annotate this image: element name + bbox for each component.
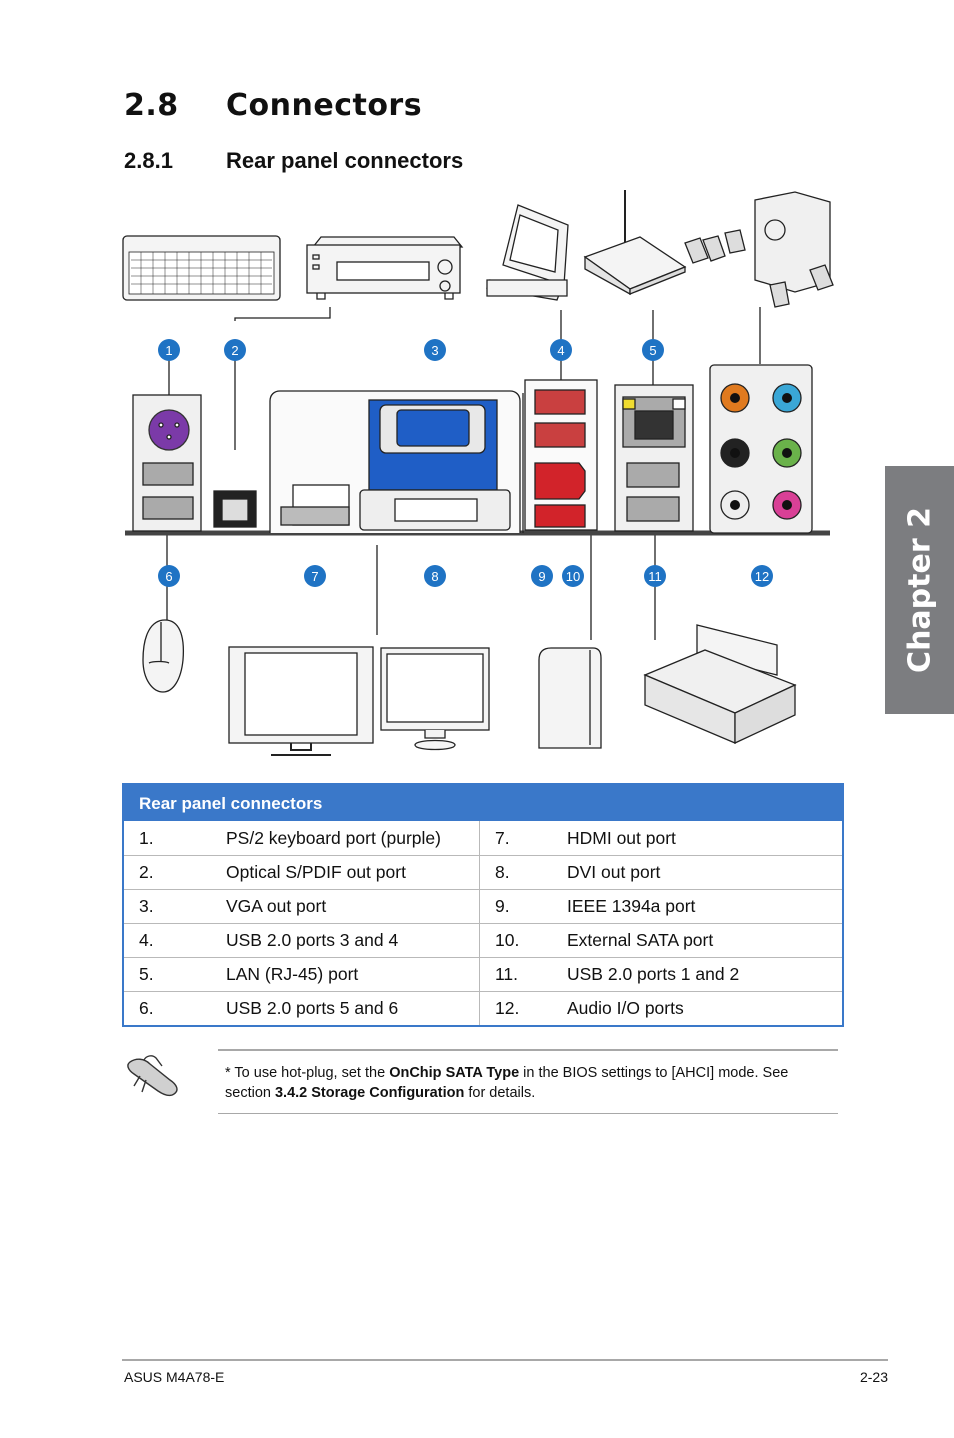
section-title-text: Connectors (226, 88, 423, 123)
table-row: 3. VGA out port 9. IEEE 1394a port (124, 889, 842, 923)
rear-panel-diagram: 1 2 3 4 5 6 7 8 9 10 11 12 (122, 190, 834, 756)
callout-12: 12 (755, 569, 769, 584)
subsection-number: 2.8.1 (124, 148, 173, 173)
row-number: 9. (495, 896, 510, 916)
callout-4: 4 (557, 343, 564, 358)
connectors-table: Rear panel connectors 1. PS/2 keyboard po… (122, 783, 844, 1027)
row-label: Audio I/O ports (567, 998, 684, 1018)
audio-receiver-icon (306, 236, 464, 300)
callout-badges: 1 2 3 4 5 6 7 8 9 10 11 12 (158, 339, 773, 587)
callout-7: 7 (311, 569, 318, 584)
table-row: 4. USB 2.0 ports 3 and 4 10. External SATA… (124, 923, 842, 957)
footer-page-number: 2-23 (859, 1369, 888, 1385)
dvi-monitor-icon (376, 545, 490, 751)
laptop-icon (486, 204, 569, 301)
row-number: 7. (495, 827, 510, 848)
subsection-title: 2.8.1 Rear panel connectors (124, 148, 463, 174)
printer-icon (643, 470, 797, 745)
row-label: VGA out port (226, 896, 327, 916)
row-number: 6. (139, 998, 154, 1018)
table-row: 6. USB 2.0 ports 5 and 6 12. Audio I/O por… (124, 991, 842, 1025)
table-header: Rear panel connectors (124, 785, 842, 821)
note-suffix: for details. (464, 1085, 536, 1101)
speakers-icon (684, 191, 834, 308)
row-number: 5. (139, 964, 154, 984)
note-prefix: * To use hot-plug, set the (225, 1065, 390, 1081)
row-label: IEEE 1394a port (567, 896, 696, 916)
callout-11: 11 (648, 569, 662, 584)
row-label: USB 2.0 ports 3 and 4 (226, 930, 399, 950)
row-label: DVI out port (567, 862, 661, 882)
callout-8: 8 (431, 569, 438, 584)
note-box: * To use hot-plug, set the OnChip SATA T… (218, 1049, 838, 1114)
callout-3: 3 (431, 343, 438, 358)
footer-product: ASUS M4A78-E (124, 1369, 225, 1385)
note-mid: in the BIOS settings to [AHCI] mode. See… (225, 1065, 789, 1101)
callout-2: 2 (231, 343, 238, 358)
row-label: Optical S/PDIF out port (226, 862, 406, 882)
note-bold-section: 3.4.2 Storage Configuration (274, 1085, 465, 1101)
row-number: 8. (495, 862, 510, 882)
row-number: 11. (495, 964, 519, 984)
mouse-icon (142, 535, 185, 693)
hand-note-icon (127, 1055, 178, 1097)
table-row: 2. Optical S/PDIF out port 8. DVI out port (124, 855, 842, 889)
row-number: 2. (139, 862, 154, 882)
chapter-tab: Chapter 2 (885, 466, 954, 714)
subsection-title-text: Rear panel connectors (226, 148, 464, 173)
row-label: PS/2 keyboard port (purple) (226, 827, 441, 848)
note-text: * To use hot-plug, set the OnChip SATA T… (225, 1063, 825, 1103)
row-number: 1. (139, 827, 154, 848)
callout-5: 5 (649, 343, 656, 358)
chapter-tab-label: Chapter 2 (902, 507, 937, 673)
row-label: External SATA port (567, 930, 714, 950)
section-title: 2.8 Connectors (124, 88, 422, 123)
table-row: 5. LAN (RJ-45) port 11. USB 2.0 ports 1 an… (124, 957, 842, 991)
keyboard-icon (122, 235, 281, 301)
callout-6: 6 (165, 569, 172, 584)
callout-10: 10 (566, 569, 580, 584)
footer-divider (122, 1359, 888, 1361)
hdmi-monitor-icon (228, 646, 374, 756)
callout-9: 9 (538, 569, 545, 584)
row-label: HDMI out port (567, 827, 676, 848)
row-number: 4. (139, 930, 154, 950)
router-icon (583, 190, 687, 296)
row-number: 3. (139, 896, 154, 916)
section-number: 2.8 (124, 88, 179, 123)
row-label: LAN (RJ-45) port (226, 964, 359, 984)
row-number: 10. (495, 930, 520, 950)
table-row: 1. PS/2 keyboard port (purple) 7. HDMI out… (124, 821, 842, 855)
row-label: USB 2.0 ports 1 and 2 (567, 964, 740, 984)
note-bold-setting: OnChip SATA Type (389, 1065, 520, 1081)
row-label: USB 2.0 ports 5 and 6 (226, 998, 399, 1018)
row-number: 12. (495, 998, 520, 1018)
callout-1: 1 (165, 343, 172, 358)
